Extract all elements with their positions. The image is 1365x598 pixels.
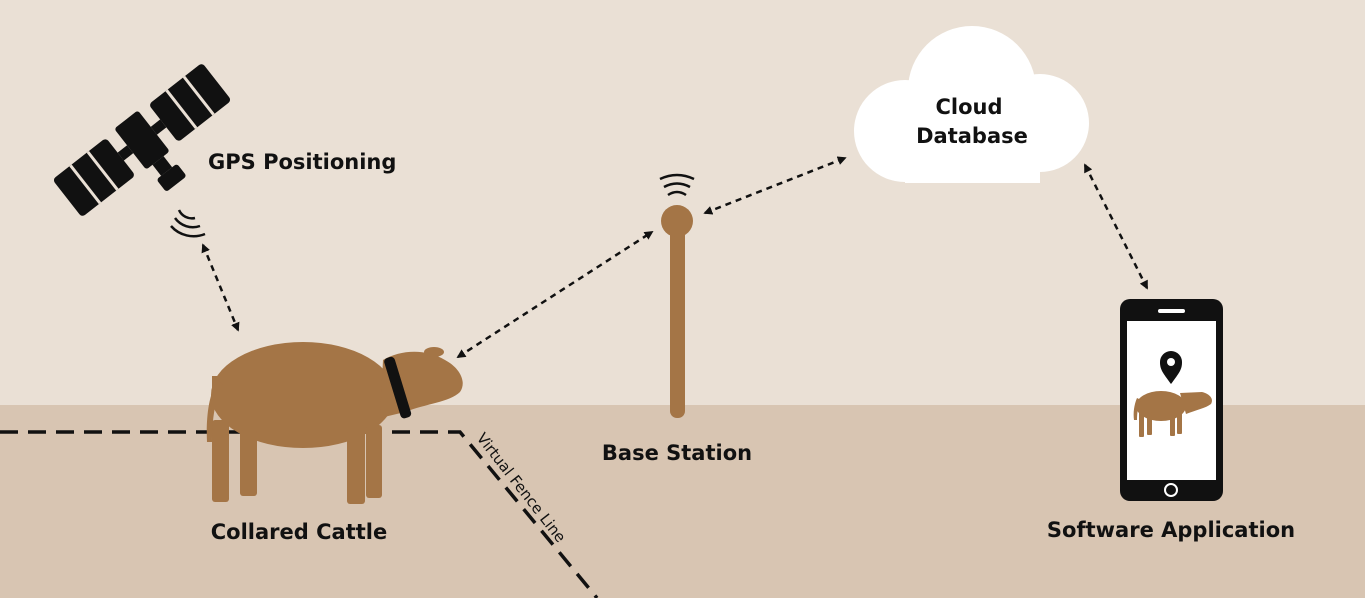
base-to-cloud-arrow (703, 156, 847, 215)
base-station-pole (661, 205, 693, 418)
base-station-label: Base Station (602, 441, 752, 465)
phone-cow-icon (1133, 391, 1212, 437)
satellite-signal-icon (170, 209, 206, 238)
gps-label: GPS Positioning (208, 150, 396, 174)
base-station-signal-icon (659, 173, 695, 197)
cloud-label-line1: Cloud (935, 95, 1002, 119)
cloud-label-line2: Database (916, 124, 1028, 148)
cattle-label: Collared Cattle (211, 520, 387, 544)
cloud-to-app-arrow (1083, 163, 1149, 290)
cloud-icon (854, 26, 1089, 183)
location-pin-icon (1160, 351, 1182, 384)
satellite-icon (53, 64, 231, 216)
gps-to-cattle-arrow (201, 243, 240, 332)
cow-collar (384, 356, 412, 419)
cattle-to-base-arrow (456, 230, 654, 359)
virtual-fence-line (0, 430, 599, 598)
software-app-label: Software Application (1047, 518, 1295, 542)
